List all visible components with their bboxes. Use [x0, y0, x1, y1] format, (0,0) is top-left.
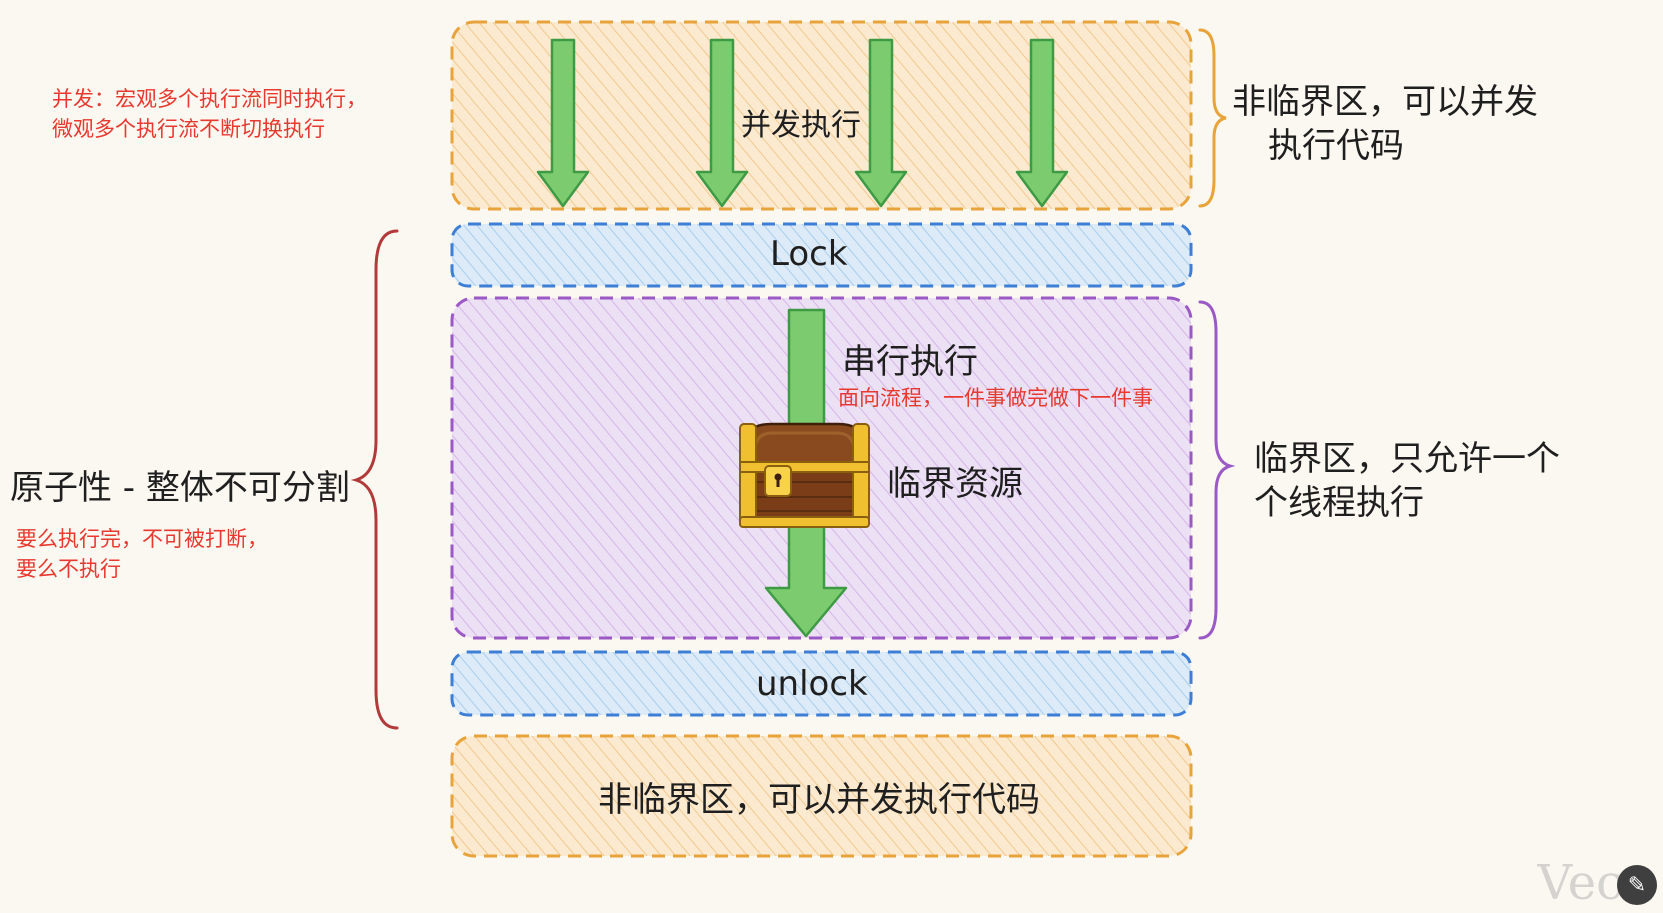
serial-label: 串行执行 — [842, 342, 978, 382]
critical-brace — [1198, 300, 1236, 640]
atomicity-note-line2: 要么不执行 — [16, 557, 121, 581]
top-noncritical-box — [450, 20, 1193, 211]
unlock-box — [450, 650, 1193, 717]
concurrent-label: 并发执行 — [741, 108, 861, 143]
lock-label: Lock — [770, 234, 848, 274]
concurrency-note: 并发：宏观多个执行流同时执行， 微观多个执行流不断切换执行 — [52, 84, 367, 144]
critical-side-line2: 个线程执行 — [1254, 483, 1424, 523]
bottom-noncritical-label: 非临界区，可以并发执行代码 — [598, 780, 1040, 820]
concurrent-arrow-2 — [695, 38, 749, 208]
critical-resource-label: 临界资源 — [887, 464, 1023, 504]
critical-side-label: 临界区，只允许一个 个线程执行 — [1254, 437, 1560, 525]
top-brace — [1198, 28, 1227, 208]
atomicity-brace — [350, 229, 399, 730]
serial-note: 面向流程，一件事做完做下一件事 — [838, 386, 1153, 410]
concurrency-note-line2: 微观多个执行流不断切换执行 — [52, 117, 325, 141]
chest-icon — [739, 422, 870, 528]
concurrent-arrow-1 — [536, 38, 590, 208]
watermark: Vec — [1537, 855, 1623, 911]
bottom-noncritical-box — [450, 734, 1193, 858]
atomicity-note: 要么执行完，不可被打断， 要么不执行 — [16, 524, 268, 584]
top-side-line2: 执行代码 — [1268, 126, 1404, 166]
top-side-line1: 非临界区，可以并发 — [1232, 82, 1538, 122]
lock-box — [450, 222, 1193, 288]
critical-side-line1: 临界区，只允许一个 — [1254, 439, 1560, 479]
concurrency-note-line1: 并发：宏观多个执行流同时执行， — [52, 87, 367, 111]
atomicity-title: 原子性 - 整体不可分割 — [10, 468, 350, 508]
concurrent-arrows — [536, 38, 1069, 208]
top-side-label: 非临界区，可以并发 执行代码 — [1232, 80, 1538, 168]
magic-wand-icon: ✎ — [1627, 872, 1647, 898]
edit-wand-button[interactable]: ✎ — [1617, 865, 1657, 905]
unlock-label: unlock — [756, 664, 868, 704]
concurrent-arrow-3 — [854, 38, 908, 208]
atomicity-note-line1: 要么执行完，不可被打断， — [16, 527, 268, 551]
concurrent-arrow-4 — [1015, 38, 1069, 208]
